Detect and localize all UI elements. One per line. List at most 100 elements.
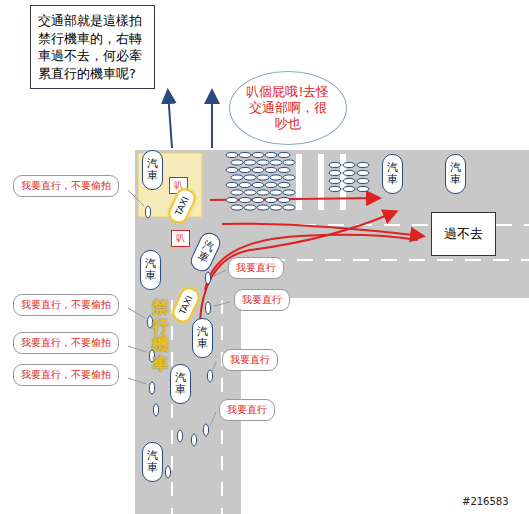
- motorcycle: [283, 175, 295, 180]
- motorcycle: [244, 190, 256, 195]
- motorcycle: [153, 404, 158, 416]
- motorcycle: [329, 170, 341, 175]
- motorcycle: [270, 190, 282, 195]
- motorcycle: [283, 160, 295, 165]
- motorcycle: [203, 424, 208, 436]
- car: 汽車: [382, 154, 403, 194]
- node-text: TAXI: [177, 294, 194, 316]
- motorcycle: [239, 152, 251, 157]
- motorcycle: [205, 302, 210, 314]
- callout-bubble: 我要直行: [222, 349, 278, 371]
- node-text: 我要直行: [242, 293, 282, 307]
- car: 汽車: [142, 442, 163, 482]
- motorcycle: [265, 182, 277, 187]
- motorcycles: [145, 152, 369, 478]
- callout-bubble: 我要直行: [219, 399, 275, 421]
- motorcycle: [357, 162, 369, 167]
- node-text: 我要直行，不要偷拍: [21, 298, 111, 312]
- motorcycle: [239, 182, 251, 187]
- node-text: TAXI: [173, 195, 190, 217]
- motorcycle: [257, 160, 269, 165]
- motorcycle: [231, 190, 243, 195]
- node-text: 交通部就是這樣拍禁行機車的，右轉車過不去，何必牽累直行的機車呢?: [38, 12, 147, 82]
- callout-bubble: 我要直行: [234, 289, 290, 311]
- motorcycle: [244, 160, 256, 165]
- motorcycle: [252, 197, 264, 202]
- callout-bubble: 我要直行: [228, 257, 284, 279]
- watermark: #216583: [462, 496, 509, 507]
- node-text: 我要直行，不要偷拍: [21, 179, 111, 193]
- motorcycle: [239, 197, 251, 202]
- motorcycle: [257, 205, 269, 210]
- motorcycle: [357, 170, 369, 175]
- car: 汽車: [140, 250, 161, 290]
- callout-leaders: [128, 190, 230, 426]
- motorcycle: [270, 175, 282, 180]
- car: 汽車: [142, 150, 163, 190]
- motorcycle: [357, 186, 369, 191]
- motorcycle: [257, 175, 269, 180]
- note-box: 交通部就是這樣拍禁行機車的，右轉車過不去，何必牽累直行的機車呢?: [30, 5, 155, 89]
- motorcycle: [265, 167, 277, 172]
- car: 汽車: [187, 229, 223, 274]
- motorcycle: [252, 182, 264, 187]
- node-text: 叭個屁哦!去怪交通部啊，很吵也: [244, 84, 332, 133]
- motorcycle: [283, 205, 295, 210]
- motorcycle: [191, 434, 196, 446]
- motorcycle: [357, 178, 369, 183]
- motorcycle: [278, 152, 290, 157]
- callout-bubble: 我要直行，不要偷拍: [13, 175, 119, 197]
- callout-bubble: 我要直行，不要偷拍: [13, 332, 119, 354]
- motorcycle: [226, 182, 238, 187]
- horn-sign: 叭: [171, 230, 190, 247]
- motorcycle: [329, 178, 341, 183]
- motorcycle: [265, 152, 277, 157]
- motorcycle: [252, 152, 264, 157]
- node-text: 汽車: [145, 258, 156, 282]
- node-text: 汽車: [195, 239, 215, 266]
- motorcycle: [244, 205, 256, 210]
- motorcycle: [343, 162, 355, 167]
- motorcycle: [343, 186, 355, 191]
- main-road: [135, 150, 241, 514]
- motorcycle: [283, 190, 295, 195]
- motorcycle: [329, 162, 341, 167]
- motorcycle: [278, 182, 290, 187]
- lane-line: [171, 300, 173, 514]
- motorcycle: [257, 190, 269, 195]
- node-text: 汽車: [450, 162, 461, 186]
- motorcycle: [231, 205, 243, 210]
- motorcycle: [205, 272, 210, 284]
- callout-bubble: 我要直行，不要偷拍: [13, 364, 119, 386]
- motorcycle: [252, 167, 264, 172]
- node-text: 汽車: [387, 162, 398, 186]
- node-text: 汽車: [147, 450, 158, 474]
- motorcycle: [147, 316, 152, 328]
- right-turn-arrow: [200, 212, 395, 320]
- right-turn-arrow: [205, 235, 418, 290]
- motorcycle: [145, 206, 150, 218]
- node-text: 叭: [176, 232, 185, 245]
- node-text: 汽車: [147, 158, 158, 182]
- motorcycle: [270, 160, 282, 165]
- car: 汽車: [170, 364, 191, 404]
- motorcycle: [231, 175, 243, 180]
- speech-bubble: 叭個屁哦!去怪交通部啊，很吵也: [229, 71, 347, 146]
- motorcycle: [239, 167, 251, 172]
- blocked-box: 過不去: [431, 212, 496, 256]
- crosswalk: [296, 154, 346, 210]
- motorcycle: [165, 466, 170, 478]
- motorcycle: [270, 205, 282, 210]
- node-text: 我要直行: [230, 353, 270, 367]
- car: 汽車: [445, 154, 466, 194]
- callout-bubble: 我要直行，不要偷拍: [13, 294, 119, 316]
- motorcycle: [226, 197, 238, 202]
- motorcycle: [278, 167, 290, 172]
- motorcycle: [329, 186, 341, 191]
- node-text: 我要直行: [227, 403, 267, 417]
- road-marking: 禁行機車: [152, 298, 169, 373]
- node-text: 我要直行: [236, 261, 276, 275]
- motorcycle: [226, 167, 238, 172]
